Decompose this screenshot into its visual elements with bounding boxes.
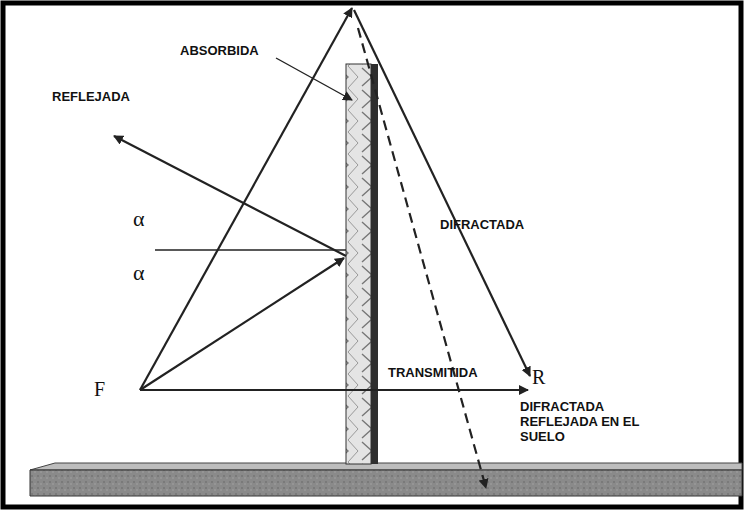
angle-symbol: α	[133, 260, 145, 285]
ray-label: DIFRACTADA	[440, 218, 524, 233]
annotation-label: ABSORBIDA	[180, 44, 259, 59]
ray-label: TRANSMITIDA	[388, 366, 478, 381]
ray-label: REFLEJADA	[52, 90, 130, 105]
point-label: F	[94, 378, 105, 401]
ray-label: DIFRACTADA REFLEJADA EN EL SUELO	[517, 399, 673, 446]
point-label: R	[532, 366, 545, 389]
angle-symbol: α	[133, 206, 145, 231]
